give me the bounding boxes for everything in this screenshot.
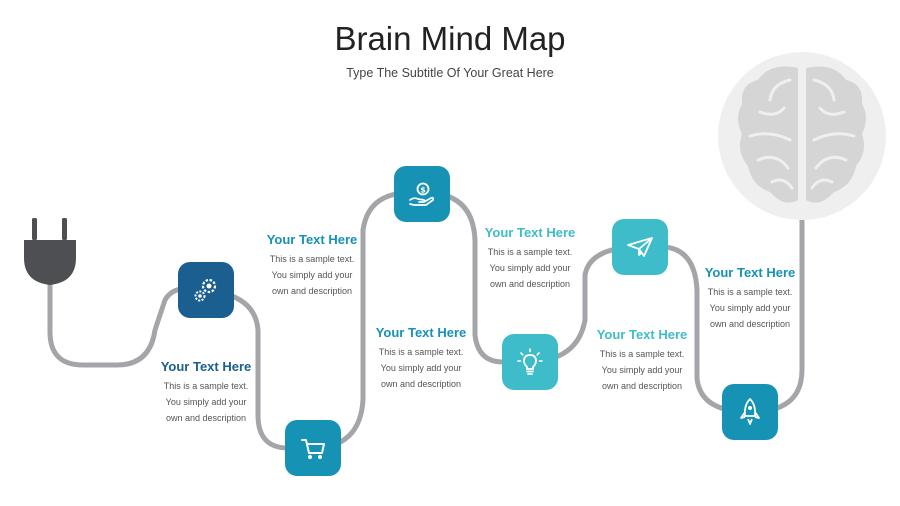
step-1-heading: Your Text Here [160,359,252,374]
brain-icon [718,52,886,220]
step-6-body: This is a sample text. You simply add yo… [707,287,793,329]
step-1-body: This is a sample text. You simply add yo… [163,381,249,423]
step-4-heading: Your Text Here [484,225,576,240]
step-3-heading: Your Text Here [375,325,467,340]
step-6-text: Your Text Here This is a sample text. Yo… [695,265,805,332]
money-node: $ [394,166,450,222]
step-2-text: Your Text Here This is a sample text. Yo… [257,232,367,299]
paper-plane-icon [627,237,653,257]
paper-plane-node [612,219,668,275]
svg-text:$: $ [420,186,426,195]
step-5-heading: Your Text Here [596,327,688,342]
step-5-text: Your Text Here This is a sample text. Yo… [587,327,697,394]
gears-node [178,262,234,318]
step-2-body: This is a sample text. You simply add yo… [269,254,355,296]
cart-node [285,420,341,476]
step-4-body: This is a sample text. You simply add yo… [487,247,573,289]
step-2-heading: Your Text Here [266,232,358,247]
step-3-body: This is a sample text. You simply add yo… [378,347,464,389]
lightbulb-icon [517,348,543,375]
step-4-text: Your Text Here This is a sample text. Yo… [475,225,585,292]
step-3-text: Your Text Here This is a sample text. Yo… [366,325,476,392]
plug-icon [24,218,76,285]
rocket-node [722,384,778,440]
gears-icon [194,278,217,302]
step-6-heading: Your Text Here [704,265,796,280]
page-subtitle: Type The Subtitle Of Your Great Here [346,66,554,80]
rocket-icon [740,398,760,425]
page-title: Brain Mind Map [334,20,566,57]
step-5-body: This is a sample text. You simply add yo… [599,349,685,391]
shopping-cart-icon [301,439,325,459]
money-hand-icon: $ [409,182,435,206]
lightbulb-node [502,334,558,390]
step-1-text: Your Text Here This is a sample text. Yo… [151,359,261,426]
